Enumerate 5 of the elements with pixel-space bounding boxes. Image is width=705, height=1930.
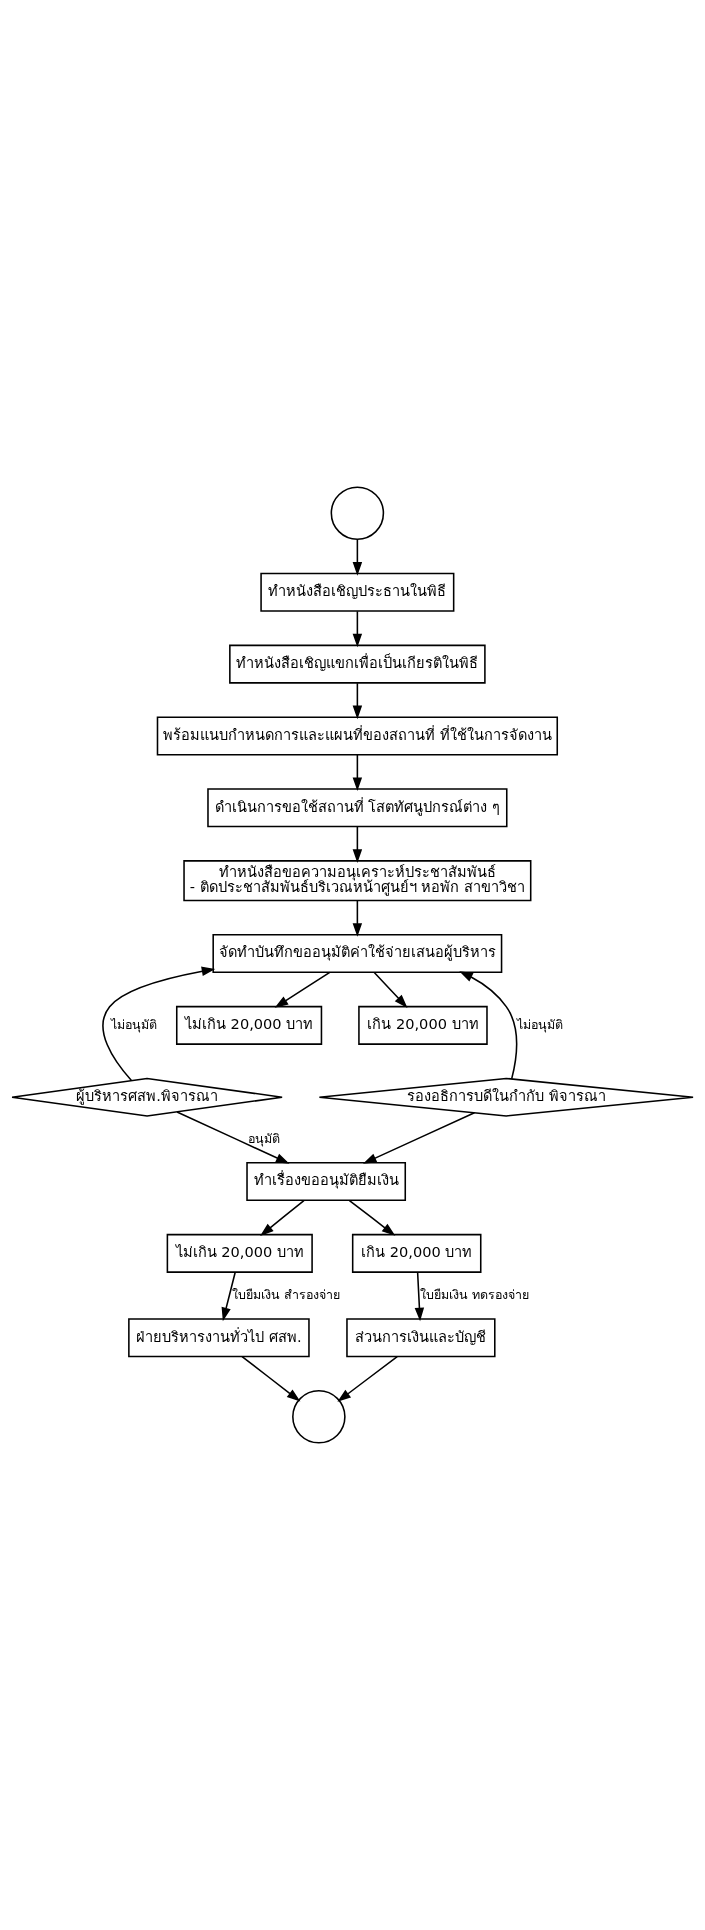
edge-label: อนุมัติ [247,1130,280,1146]
edge-label: ใบยืมเงิน สำรองจ่าย [231,1286,340,1302]
edge-label: ไม่อนุมัติ [110,1016,157,1032]
edge-label: ใบยืมเงิน ทดรองจ่าย [420,1286,529,1302]
edge-label: ไม่อนุมัติ [516,1016,563,1032]
